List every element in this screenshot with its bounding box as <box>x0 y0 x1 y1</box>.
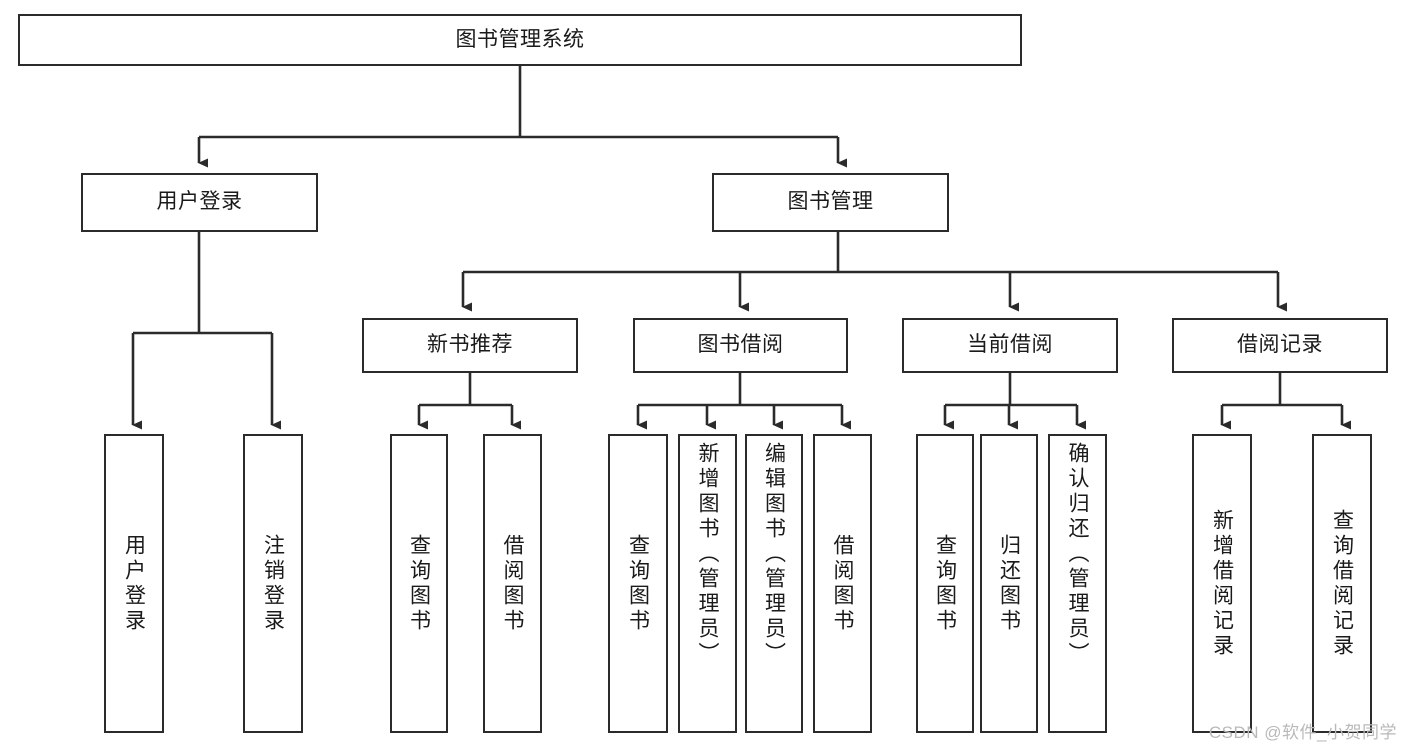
node-label: 新增借阅记录 <box>1210 508 1234 659</box>
leaf-add-book-admin[interactable]: 新增图书（管理员） <box>678 434 737 733</box>
node-current-borrow[interactable]: 当前借阅 <box>902 318 1118 373</box>
leaf-query-book-recommend[interactable]: 查询图书 <box>390 434 448 733</box>
leaf-user-login[interactable]: 用户登录 <box>104 434 164 733</box>
node-borrow-record[interactable]: 借阅记录 <box>1172 318 1388 373</box>
watermark: CSDN @软件_小贺同学 <box>1208 723 1397 742</box>
leaf-logout[interactable]: 注销登录 <box>243 434 303 733</box>
leaf-return-book[interactable]: 归还图书 <box>980 434 1038 733</box>
leaf-query-book-current[interactable]: 查询图书 <box>916 434 974 733</box>
leaf-add-borrow-record[interactable]: 新增借阅记录 <box>1192 434 1252 733</box>
node-label: 新增图书（管理员） <box>696 442 719 667</box>
node-label: 查询图书 <box>407 533 431 634</box>
leaf-borrow-book[interactable]: 借阅图书 <box>813 434 872 733</box>
node-new-book-recommend[interactable]: 新书推荐 <box>362 318 578 373</box>
node-label: 查询借阅记录 <box>1330 508 1354 659</box>
node-label: 新书推荐 <box>427 333 513 357</box>
leaf-query-borrow-record[interactable]: 查询借阅记录 <box>1312 434 1372 733</box>
leaf-confirm-return-admin[interactable]: 确认归还（管理员） <box>1048 434 1107 733</box>
node-book-borrow[interactable]: 图书借阅 <box>633 318 848 373</box>
node-user-login[interactable]: 用户登录 <box>81 173 318 232</box>
node-label: 当前借阅 <box>967 333 1053 357</box>
node-label: 图书管理 <box>787 190 874 214</box>
node-label: 查询图书 <box>626 533 650 634</box>
node-label: 借阅图书 <box>501 533 524 634</box>
leaf-borrow-book-recommend[interactable]: 借阅图书 <box>483 434 542 733</box>
node-label: 借阅记录 <box>1237 333 1323 357</box>
leaf-query-book-borrow[interactable]: 查询图书 <box>608 434 668 733</box>
node-label: 用户登录 <box>122 533 146 634</box>
node-label: 编辑图书（管理员） <box>762 442 786 667</box>
node-book-management[interactable]: 图书管理 <box>712 173 949 232</box>
node-label: 借阅图书 <box>831 533 854 634</box>
node-label: 图书管理系统 <box>455 27 585 51</box>
node-root-system[interactable]: 图书管理系统 <box>18 14 1022 66</box>
node-label: 注销登录 <box>261 533 285 634</box>
node-label: 确认归还（管理员） <box>1066 442 1089 667</box>
leaf-edit-book-admin[interactable]: 编辑图书（管理员） <box>745 434 803 733</box>
node-label: 归还图书 <box>997 533 1021 634</box>
node-label: 用户登录 <box>156 190 243 214</box>
node-label: 图书借阅 <box>697 333 784 357</box>
node-label: 查询图书 <box>933 533 957 634</box>
